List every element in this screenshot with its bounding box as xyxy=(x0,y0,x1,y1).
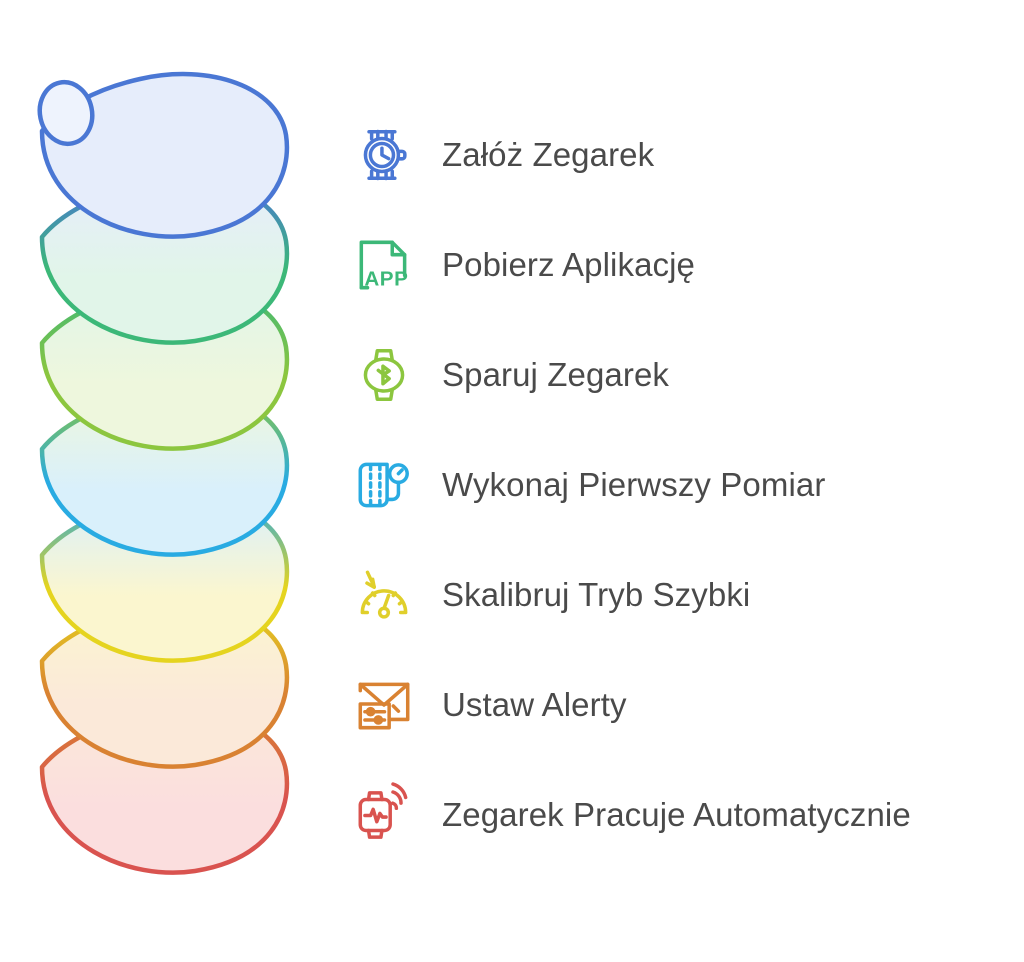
blood-pressure-cuff-icon xyxy=(348,449,420,521)
spiral-end-cap xyxy=(37,79,95,147)
step-label-1: Załóż Zegarek xyxy=(442,136,655,174)
step-label-3: Sparuj Zegarek xyxy=(442,356,670,394)
step-label-7: Zegarek Pracuje Automatycznie xyxy=(442,796,911,834)
bluetooth-watch-icon xyxy=(348,339,420,411)
smartwatch-ecg-signal-icon xyxy=(348,779,420,851)
envelope-settings-icon xyxy=(348,669,420,741)
step-item-5: Skalibruj Tryb Szybki xyxy=(348,540,1008,650)
steps-list: Załóż Zegarek APP Pobierz Aplikację xyxy=(348,100,1008,870)
step-item-7: Zegarek Pracuje Automatycznie xyxy=(348,760,1008,870)
step-item-1: Załóż Zegarek xyxy=(348,100,1008,210)
step-item-3: Sparuj Zegarek xyxy=(348,320,1008,430)
wristwatch-icon xyxy=(348,119,420,191)
step-label-5: Skalibruj Tryb Szybki xyxy=(442,576,751,614)
step-label-6: Ustaw Alerty xyxy=(442,686,627,724)
step-item-6: Ustaw Alerty xyxy=(348,650,1008,760)
app-document-icon: APP xyxy=(348,229,420,301)
step-item-4: Wykonaj Pierwszy Pomiar xyxy=(348,430,1008,540)
spiral-turn-1 xyxy=(39,71,290,239)
step-label-2: Pobierz Aplikację xyxy=(442,246,696,284)
step-item-2: APP Pobierz Aplikację xyxy=(348,210,1008,320)
gauge-calibrate-icon xyxy=(348,559,420,631)
gradient-coil-spiral xyxy=(20,55,320,885)
step-label-4: Wykonaj Pierwszy Pomiar xyxy=(442,466,826,504)
app-label: APP xyxy=(364,268,408,291)
spiral-svg xyxy=(37,71,290,875)
